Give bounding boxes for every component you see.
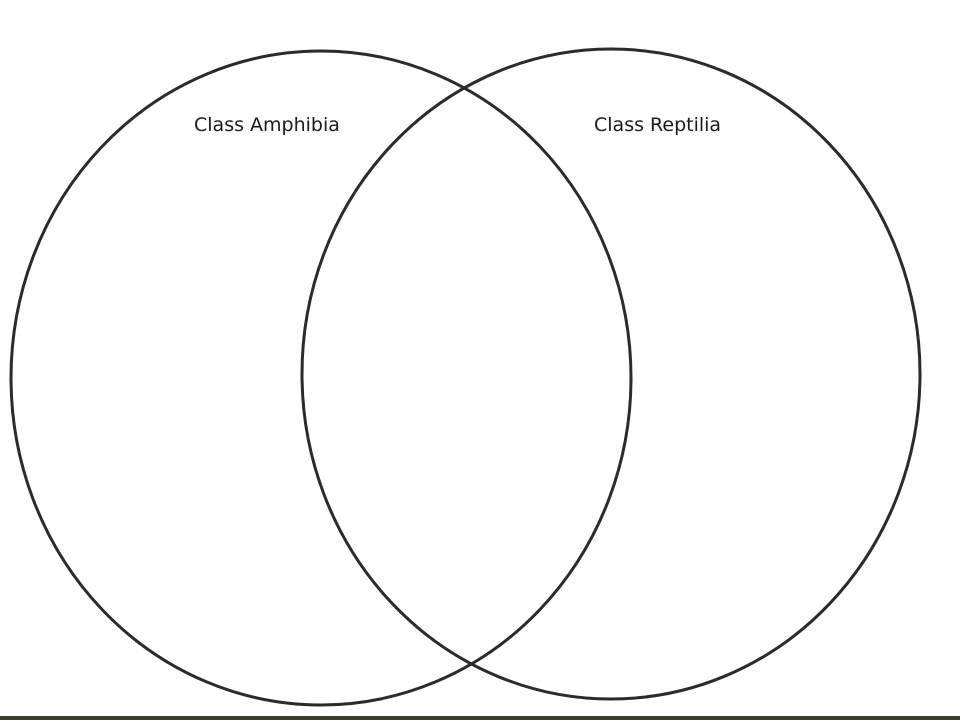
bottom-strip [0, 716, 960, 720]
reptilia-label: Class Reptilia [594, 114, 722, 136]
amphibia-label: Class Amphibia [194, 114, 340, 136]
amphibia-circle [9, 49, 633, 707]
reptilia-circle [300, 47, 922, 701]
